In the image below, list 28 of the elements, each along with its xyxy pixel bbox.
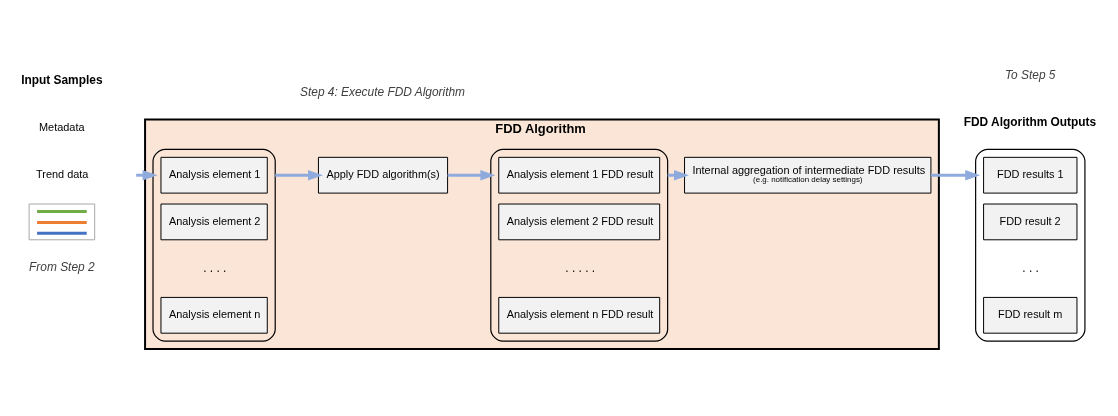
- cluster: [490, 148, 669, 342]
- node-box: Internal aggregation of intermediate FDD results (e.g. notification delay settings): [684, 156, 932, 194]
- node-box: FDD result m: [983, 296, 1078, 334]
- node-picture: [28, 203, 96, 241]
- node-text: Metadata: [39, 121, 85, 134]
- node-box: FDD results 1: [983, 156, 1078, 194]
- node-box: Apply FDD algorithm(s): [317, 156, 449, 194]
- node-box: FDD result 2: [983, 203, 1078, 241]
- node-box: Analysis element 2 FDD result: [498, 203, 661, 241]
- arrow: [275, 169, 323, 181]
- label: From Step 2: [29, 259, 95, 274]
- node-text: Trend data: [36, 168, 89, 180]
- label: . . .: [1022, 260, 1039, 275]
- node-box: Analysis element 2: [160, 203, 268, 241]
- label: FDD Algorithm Outputs: [963, 114, 1097, 129]
- cluster: [152, 148, 276, 342]
- label: . . . .: [203, 260, 227, 275]
- node-box: Analysis element n: [160, 296, 268, 334]
- node-box: Analysis element 1: [160, 156, 268, 194]
- label: Step 4: Execute FDD Algorithm: [300, 84, 466, 99]
- label: To Step 5: [1004, 67, 1056, 82]
- arrow: [930, 169, 981, 181]
- label: . . . . .: [565, 260, 596, 275]
- arrow: [447, 170, 496, 181]
- node-box: Analysis element n FDD result: [498, 296, 661, 334]
- label: Input Samples: [21, 72, 103, 87]
- node-box: Analysis element 1 FDD result: [498, 156, 661, 194]
- cluster: [975, 148, 1086, 342]
